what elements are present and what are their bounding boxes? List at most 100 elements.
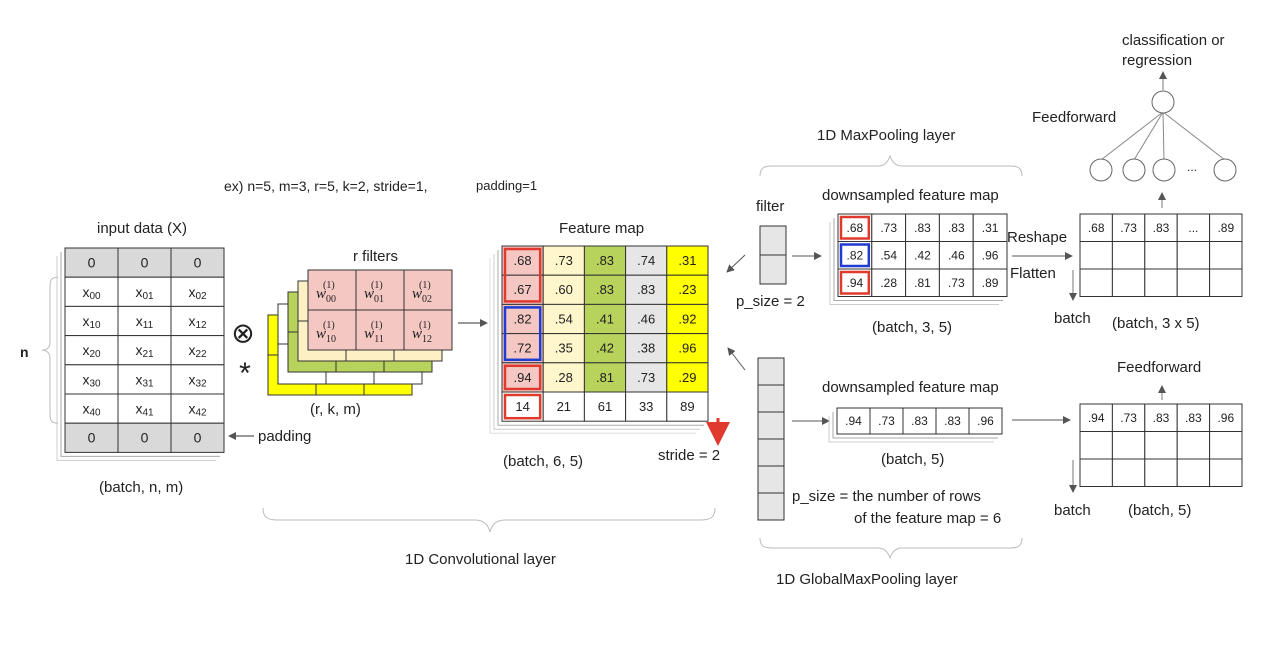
input-cell-value: x42	[188, 400, 207, 418]
pool-window-1	[503, 247, 542, 303]
input-cell-value: x32	[188, 371, 207, 389]
pool-window-3	[503, 364, 542, 391]
feature-map-value: .83	[596, 253, 614, 268]
maxpool-batch-label: batch	[1054, 310, 1091, 327]
pooled-cell	[837, 268, 873, 297]
example-params: ex) n=5, m=3, r=5, k=2, stride=1,	[224, 178, 428, 194]
feature-map-value: .23	[678, 282, 696, 297]
conv-brace	[262, 507, 716, 533]
global-filter-cell	[757, 492, 785, 521]
input-cell	[64, 422, 119, 453]
feature-map-value: .28	[555, 370, 573, 385]
reshape-label: Reshape	[1007, 229, 1068, 246]
global-out-cell	[1079, 403, 1113, 432]
flat-cell	[1176, 268, 1211, 297]
global-filter-cell	[757, 465, 785, 494]
feature-map-value: .72	[514, 341, 532, 356]
pool-filter-cell	[759, 254, 787, 285]
global-shape: (batch, 5)	[881, 451, 945, 468]
feature-map-value: .38	[637, 341, 655, 356]
global-out-cell	[1176, 458, 1211, 487]
global-filter-cell	[757, 384, 785, 413]
input-cell-value: x21	[135, 342, 154, 360]
global-layer-title: 1D GlobalMaxPooling layer	[776, 571, 958, 588]
flat-cell	[1209, 213, 1243, 242]
flat-value: .68	[1088, 221, 1105, 235]
global-out-value: .94	[1088, 411, 1105, 425]
feature-map-shape: (batch, 6, 5)	[503, 453, 584, 470]
global-filter-cell	[757, 438, 785, 467]
feature-map-cell	[666, 333, 709, 364]
feature-map-cell	[625, 391, 668, 422]
feature-map-value: .67	[514, 282, 532, 297]
maxpool-layer-title: 1D MaxPooling layer	[817, 127, 956, 144]
flat-value: .89	[1217, 221, 1234, 235]
feature-map-value: 14	[515, 399, 529, 414]
ff-hidden-node	[1122, 158, 1146, 182]
input-cell	[170, 364, 225, 395]
maxpool-brace	[759, 154, 1023, 177]
featuremap-to-global-arrow	[727, 347, 746, 371]
input-cell	[117, 247, 172, 278]
input-cell-value: x10	[82, 313, 101, 331]
input-cell	[117, 335, 172, 366]
input-cell-value: x40	[82, 400, 101, 418]
global-out-cell	[1209, 458, 1243, 487]
feature-map-value: .42	[596, 341, 614, 356]
feature-map-value: .41	[596, 311, 614, 326]
filter-weight-cell	[355, 309, 405, 351]
stride-label: stride = 2	[658, 447, 721, 464]
pooled-value: .83	[948, 221, 965, 235]
padding-label: padding	[258, 428, 312, 445]
input-title: input data (X)	[97, 220, 188, 237]
output-label-1: classification or	[1122, 32, 1225, 49]
filters-title: r filters	[353, 248, 398, 265]
feature-map-cell	[501, 245, 544, 276]
input-cell	[117, 393, 172, 424]
feature-map-value: .81	[596, 370, 614, 385]
featuremap-stack3	[489, 258, 696, 434]
n-brace	[41, 276, 59, 424]
input-cell-value: x02	[188, 284, 207, 302]
global-stack1	[832, 412, 998, 439]
conv-layer-title: 1D Convolutional layer	[405, 551, 556, 568]
feature-map-value: .35	[555, 341, 573, 356]
ff-hidden-node	[1152, 158, 1176, 182]
convolution-operator-icon: ⊗	[231, 317, 254, 348]
flat-value: ...	[1188, 221, 1198, 235]
filter-weight-label: w00(1)	[316, 280, 336, 305]
feature-map-value: .82	[514, 311, 532, 326]
global-cell	[869, 407, 904, 435]
feature-map-cell	[625, 274, 668, 305]
global-map-title: downsampled feature map	[822, 379, 999, 396]
global-filter-cell	[757, 357, 785, 386]
feature-map-cell	[542, 391, 585, 422]
example-padding: padding=1	[476, 178, 538, 193]
n-label: n	[20, 344, 29, 360]
global-value: .73	[878, 414, 895, 428]
input-cell-value: x20	[82, 342, 101, 360]
maxpool-shape: (batch, 3, 5)	[872, 319, 953, 336]
input-cell-value: x41	[135, 400, 154, 418]
pooled-value: .68	[847, 221, 864, 235]
pooled-cell	[938, 268, 974, 297]
input-cell-value: 0	[88, 254, 96, 270]
flat-cell	[1144, 268, 1178, 297]
global-out-value: .96	[1217, 411, 1234, 425]
pooled-cell	[972, 268, 1008, 297]
input-cell	[64, 247, 119, 278]
feature-map-value: 89	[680, 399, 694, 414]
ff-connection	[1133, 111, 1164, 161]
filter-weight-cell	[403, 269, 453, 311]
input-cell	[117, 364, 172, 395]
global-out-cell	[1111, 403, 1146, 432]
global-filter-cell	[757, 411, 785, 440]
pooled-highlight-3	[839, 270, 871, 295]
ff-connection	[1162, 111, 1226, 161]
global-out-value: .73	[1120, 411, 1137, 425]
ff-hidden-node	[1213, 158, 1237, 182]
input-cell	[64, 335, 119, 366]
pool-filter-cell	[759, 225, 787, 256]
global-out-cell	[1209, 403, 1243, 432]
pooled-value: .81	[914, 276, 931, 290]
